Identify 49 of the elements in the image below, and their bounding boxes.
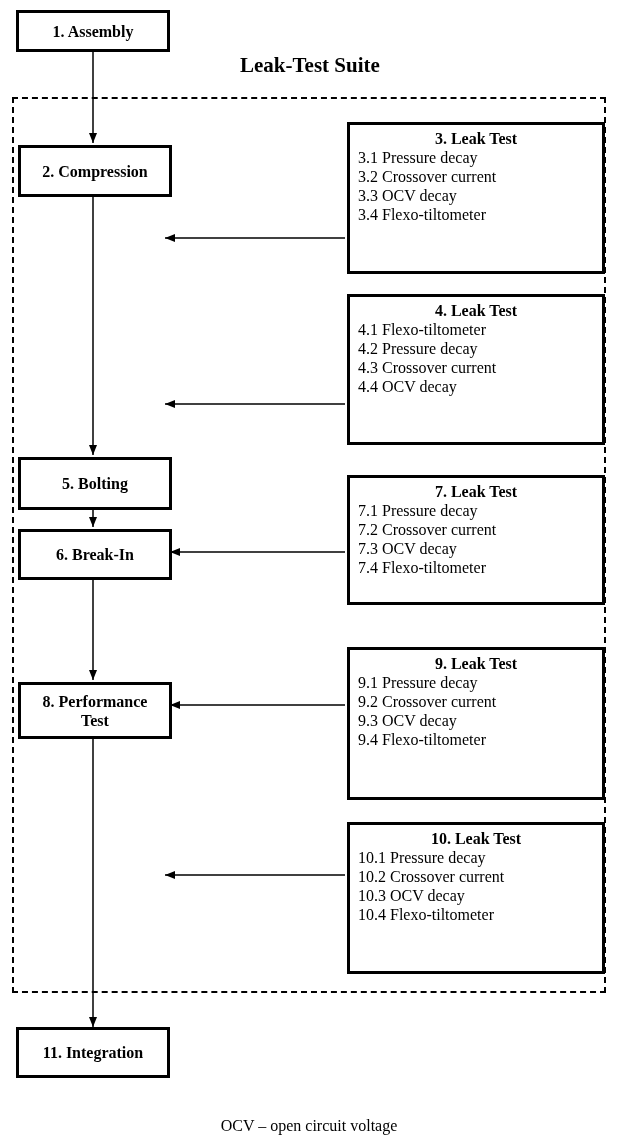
test-item: 3.1 Pressure decay (358, 148, 479, 167)
test-item: 4.4 OCV decay (358, 377, 458, 396)
arrow (164, 234, 346, 242)
process-box (347, 647, 605, 800)
process-box (347, 294, 605, 445)
process-box (347, 122, 605, 274)
box-heading: 2. Compression (42, 161, 148, 181)
process-box (18, 457, 172, 510)
test-item: 7.4 Flexo-tiltometer (358, 558, 487, 577)
process-box (16, 1027, 170, 1078)
test-item: 3.4 Flexo-tiltometer (358, 205, 487, 224)
test-item: 7.3 OCV decay (358, 539, 458, 558)
process-box (347, 475, 605, 605)
test-item: 9.3 OCV decay (358, 711, 458, 730)
test-item: 7.2 Crossover current (358, 520, 498, 539)
process-box (16, 10, 170, 52)
test-item: 4.3 Crossover current (358, 358, 498, 377)
box-heading: 11. Integration (42, 1043, 144, 1062)
test-item: 10.2 Crossover current (358, 867, 506, 886)
box-heading: 8. Performance Test (41, 691, 149, 730)
arrow (164, 871, 346, 879)
box-heading: 4. Leak Test (433, 301, 519, 320)
arrow (164, 400, 346, 408)
process-box (347, 822, 605, 974)
test-item: 9.2 Crossover current (358, 692, 498, 711)
diagram-title: Leak-Test Suite (240, 52, 380, 79)
box-heading: 7. Leak Test (433, 482, 519, 501)
process-box (18, 145, 172, 197)
test-item: 10.3 OCV decay (358, 886, 466, 905)
box-heading: 5. Bolting (62, 474, 128, 493)
arrow (89, 51, 97, 144)
box-heading: 3. Leak Test (433, 129, 519, 148)
test-item: 9.1 Pressure decay (358, 673, 479, 692)
process-box (18, 682, 172, 739)
test-item: 4.2 Pressure decay (358, 339, 479, 358)
box-heading: 1. Assembly (52, 21, 134, 41)
test-item: 4.1 Flexo-tiltometer (358, 320, 487, 339)
process-box (18, 529, 172, 580)
box-heading: 10. Leak Test (429, 829, 523, 848)
test-item: 3.2 Crossover current (358, 167, 498, 186)
test-item: 9.4 Flexo-tiltometer (358, 730, 487, 749)
test-item: 10.1 Pressure decay (358, 848, 487, 867)
test-item: 7.1 Pressure decay (358, 501, 479, 520)
box-heading: 6. Break-In (56, 545, 134, 564)
box-heading: 9. Leak Test (433, 654, 519, 673)
test-item: 10.4 Flexo-tiltometer (358, 905, 495, 924)
dashed-group-frame (12, 97, 606, 993)
footnote: OCV – open circuit voltage (219, 1116, 399, 1137)
test-item: 3.3 OCV decay (358, 186, 458, 205)
